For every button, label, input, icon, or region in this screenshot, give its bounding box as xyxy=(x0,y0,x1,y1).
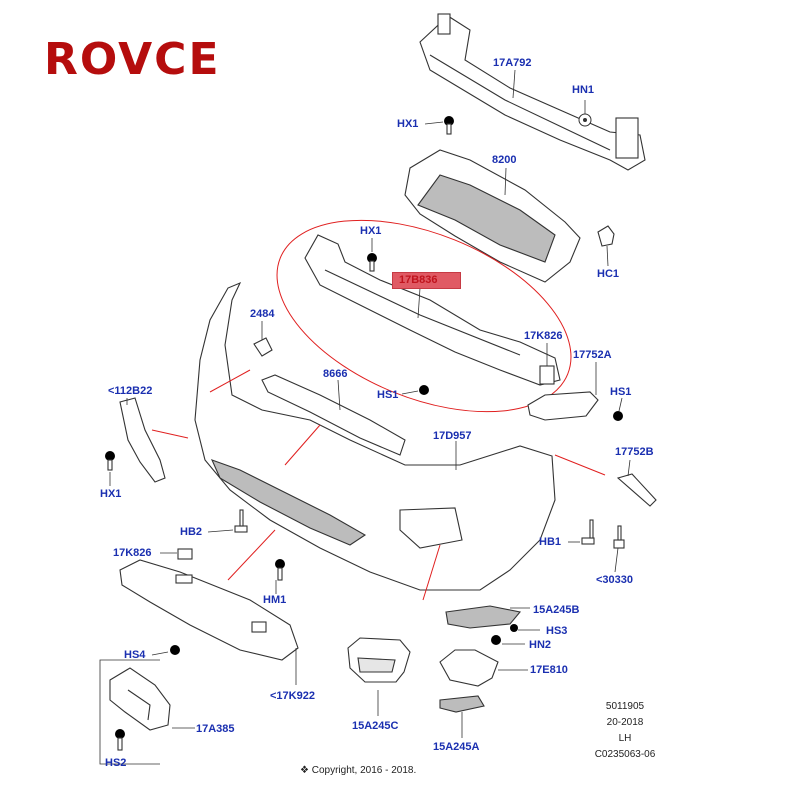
screw-30330-icon[interactable] xyxy=(613,525,625,549)
label-17k826-right[interactable]: 17K826 xyxy=(524,330,563,342)
label-15a245c[interactable]: 15A245C xyxy=(352,720,399,732)
bracket-17752b[interactable] xyxy=(616,473,657,507)
label-hn2[interactable]: HN2 xyxy=(529,639,552,651)
label-hs4[interactable]: HS4 xyxy=(124,649,146,661)
label-hc1[interactable]: HC1 xyxy=(597,268,620,280)
copyright-text: ❖ Copyright, 2016 - 2018. xyxy=(300,765,417,776)
hx1-clip-icon-top[interactable] xyxy=(444,116,454,135)
callout-line xyxy=(422,544,441,601)
label-17752b[interactable]: 17752B xyxy=(615,446,654,458)
label-hb2[interactable]: HB2 xyxy=(180,526,203,538)
hb1-bolt-icon[interactable] xyxy=(581,519,595,545)
label-hn1[interactable]: HN1 xyxy=(572,84,595,96)
reference-line-3: LH xyxy=(618,733,632,744)
bracket-17752a[interactable] xyxy=(527,391,599,421)
grille-insert-15a245a[interactable] xyxy=(439,695,485,713)
brand-logo: ROVCE xyxy=(44,34,221,85)
undertray-17k922[interactable] xyxy=(119,559,299,661)
hs1-screw-icon-left[interactable] xyxy=(419,385,429,395)
label-17752a[interactable]: 17752A xyxy=(573,349,612,361)
clip-17k826-left[interactable] xyxy=(177,548,193,560)
hx1-clip-icon-mid[interactable] xyxy=(367,253,377,272)
hn1-nut-icon[interactable] xyxy=(578,113,592,127)
upper-bumper-carrier[interactable] xyxy=(304,234,561,386)
hs4-screw-icon[interactable] xyxy=(170,645,180,655)
grille[interactable] xyxy=(404,149,581,283)
label-hx1-mid[interactable]: HX1 xyxy=(360,225,382,237)
callout-line xyxy=(284,424,321,466)
label-17k826-left[interactable]: 17K826 xyxy=(113,547,152,559)
fog-lamp-bezel-15a245c[interactable] xyxy=(347,637,411,683)
label-17d957[interactable]: 17D957 xyxy=(433,430,472,442)
reference-block: 5011905 20-2018 LH C0235063-06 xyxy=(590,700,660,761)
grille-insert-15a245b[interactable] xyxy=(445,605,522,629)
label-hs1-left[interactable]: HS1 xyxy=(377,389,399,401)
callout-line xyxy=(554,454,606,476)
label-30330[interactable]: <30330 xyxy=(596,574,634,586)
label-hs3[interactable]: HS3 xyxy=(546,625,568,637)
license-plate-bracket[interactable] xyxy=(109,667,171,731)
bumper-reinforcement-beam[interactable] xyxy=(419,13,646,171)
label-17a792[interactable]: 17A792 xyxy=(493,57,532,69)
hm1-fastener-icon[interactable] xyxy=(275,559,285,581)
callout-line xyxy=(151,429,189,439)
bracket-112b22[interactable] xyxy=(119,397,166,483)
hx1-clip-icon-left[interactable] xyxy=(105,451,115,471)
label-17k922[interactable]: <17K922 xyxy=(270,690,315,702)
label-hb1[interactable]: HB1 xyxy=(539,536,562,548)
clip-17k826-right[interactable] xyxy=(539,365,555,385)
reference-line-1: 5011905 xyxy=(605,701,645,712)
label-112b22[interactable]: <112B22 xyxy=(108,385,153,397)
callout-line xyxy=(209,369,251,393)
label-15a245b[interactable]: 15A245B xyxy=(533,604,580,616)
hs3-screw-icon[interactable] xyxy=(510,624,518,632)
hc1-clip-icon[interactable] xyxy=(597,225,615,247)
label-17a385[interactable]: 17A385 xyxy=(196,723,235,735)
bracket-frame xyxy=(99,659,160,700)
label-hx1-left[interactable]: HX1 xyxy=(100,488,122,500)
reference-line-4: C0235063-06 xyxy=(594,749,656,760)
label-8200[interactable]: 8200 xyxy=(492,154,517,166)
label-hs1-right[interactable]: HS1 xyxy=(610,386,632,398)
bracket-frame xyxy=(99,700,160,765)
hn2-nut-icon[interactable] xyxy=(491,635,501,645)
label-15a245a[interactable]: 15A245A xyxy=(433,741,480,753)
label-2484[interactable]: 2484 xyxy=(250,308,275,320)
label-hm1[interactable]: HM1 xyxy=(263,594,287,606)
label-17b836-highlighted[interactable]: 17B836 xyxy=(392,272,461,289)
hs2-screw-icon[interactable] xyxy=(115,729,125,751)
hs1-screw-icon-right[interactable] xyxy=(613,411,623,421)
reference-line-2: 20-2018 xyxy=(606,717,644,728)
highlight-ellipse xyxy=(276,219,572,413)
label-17e810[interactable]: 17E810 xyxy=(530,664,568,676)
label-8666[interactable]: 8666 xyxy=(323,368,348,380)
label-hx1-top[interactable]: HX1 xyxy=(397,118,419,130)
strip-8666[interactable] xyxy=(261,374,406,456)
bracket-2484[interactable] xyxy=(253,337,273,357)
label-hs2[interactable]: HS2 xyxy=(105,757,127,769)
hb2-bolt-icon[interactable] xyxy=(234,509,248,533)
callout-line xyxy=(227,529,276,581)
front-bumper-cover[interactable] xyxy=(194,281,556,591)
bracket-17e810[interactable] xyxy=(439,649,499,687)
